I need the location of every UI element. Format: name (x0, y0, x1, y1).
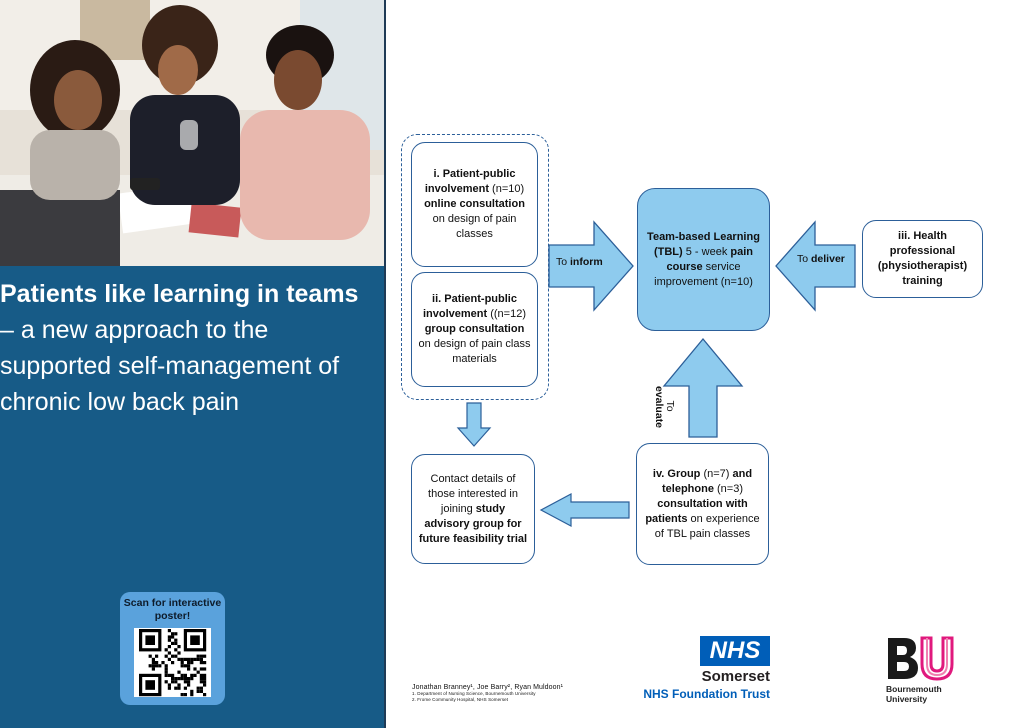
ppi-group-outline (401, 134, 549, 400)
panel-divider (384, 0, 386, 728)
hero-photo (0, 0, 384, 266)
box-patient-consultation: iv. Group (n=7) and telephone (n=3) cons… (636, 443, 769, 565)
affiliation-2: 2. Frome Community Hospital, NHS Somerse… (412, 697, 509, 702)
arrow-deliver (775, 220, 856, 312)
qr-code-icon[interactable] (134, 628, 211, 697)
contact-plain1: Contact details of those interested in j… (428, 472, 518, 515)
qr-label: Scan for interactive poster! (123, 597, 222, 622)
qr-pattern (139, 629, 207, 697)
left-panel: Patients like learning in teams – a new … (0, 0, 384, 728)
nhs-trust-name: NHS Foundation Trust (643, 687, 770, 701)
inform-prefix: To (556, 256, 571, 268)
box-ii-bold1: Patient-public involvement (422, 293, 517, 320)
arrow-inform (548, 220, 634, 312)
center-plain2: service improvement (n=10) (654, 260, 753, 288)
label-to-inform: To inform (556, 256, 603, 268)
photo-illustration (0, 0, 384, 266)
box-i-bold1: Patient-public involvement (424, 168, 516, 195)
arrow-left (539, 493, 630, 527)
inform-bold: inform (570, 256, 603, 268)
box-i-plain1: (n=10) (489, 183, 525, 195)
box-tbl-course: Team-based Learning (TBL) 5 - week pain … (637, 188, 770, 331)
bu-name-line1: Bournemouth (886, 684, 942, 694)
box-iv-plain3: on experience of TBL pain classes (654, 512, 760, 540)
box-iv-plain1: (n=7) (700, 467, 733, 480)
title-bold: Patients like learning in teams (0, 280, 359, 308)
arrow-evaluate (662, 337, 744, 438)
nhs-place-name: Somerset (701, 668, 770, 685)
center-bold1: Team-based Learning (TBL) (647, 230, 760, 258)
center-bold2: pain course (666, 245, 754, 273)
box-iv-bold3: consultation with patients (645, 497, 748, 525)
evaluate-prefix: To (664, 400, 676, 412)
box-iv-bold2: and telephone (662, 467, 753, 495)
box-ppi-online: i. Patient-public involvement (n=10) onl… (411, 142, 538, 267)
nhs-logo: NHS (700, 636, 770, 666)
qr-card[interactable]: Scan for interactive poster! (120, 592, 225, 705)
box-ii-plain2: on design of pain class materials (418, 338, 531, 365)
evaluate-bold: evaluate (653, 386, 665, 429)
author-names: Jonathan Branney¹, Joe Barry², Ryan Muld… (412, 684, 564, 691)
box-hp-training: iii. Health professional (physiotherapis… (862, 220, 983, 298)
box-contact-details: Contact details of those interested in j… (411, 454, 535, 564)
poster-title: Patients like learning in teams – a new … (0, 276, 376, 420)
deliver-prefix: To (797, 253, 812, 265)
deliver-bold: deliver (811, 253, 845, 265)
label-to-evaluate: To evaluate (653, 386, 676, 429)
box-ii-num: ii. (432, 293, 445, 305)
box-iii-text: iii. Health professional (physiotherapis… (877, 230, 968, 287)
center-plain1: 5 - week (682, 245, 731, 258)
box-iv-plain2: (n=3) (713, 482, 743, 495)
box-iv-bold1: iv. Group (652, 467, 701, 480)
bu-name-line2: University (886, 694, 928, 704)
contact-bold1: study advisory group for future feasibil… (418, 502, 528, 545)
box-ppi-group: ii. Patient-public involvement ((n=12) g… (411, 272, 538, 387)
author-credits: Jonathan Branney¹, Joe Barry², Ryan Muld… (412, 684, 563, 703)
box-i-plain2: on design of pain classes (432, 213, 517, 240)
bu-logo-icon (888, 636, 954, 681)
box-ii-plain1: ((n=12) (487, 308, 526, 320)
label-to-deliver: To deliver (797, 253, 845, 265)
box-ii-bold2: group consultation (424, 323, 525, 335)
affiliation-1: 1. Department of Nursing Science, Bourne… (412, 691, 536, 696)
title-rest: – a new approach to the supported self-m… (0, 316, 340, 416)
box-i-bold2: online consultation (424, 198, 525, 210)
arrow-down (456, 402, 492, 447)
box-i-num: i. (433, 168, 443, 180)
